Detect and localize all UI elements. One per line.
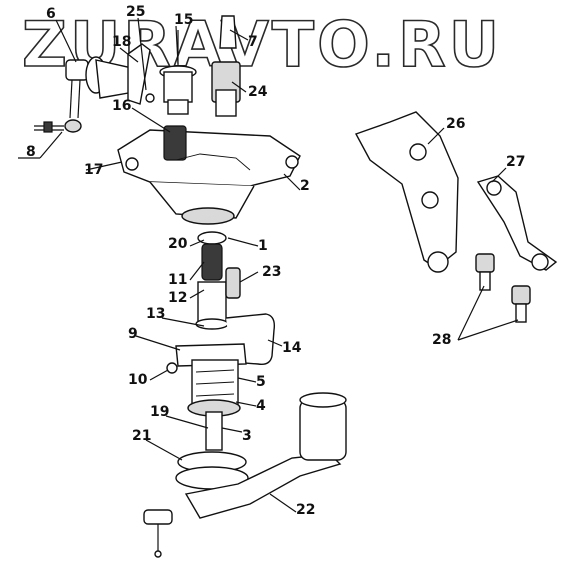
callout-25: 25 — [126, 4, 145, 20]
callout-labels: 6 25 15 18 7 24 16 8 17 2 20 1 11 23 12 … — [26, 4, 525, 518]
upper-housing — [117, 125, 301, 225]
callout-28: 28 — [432, 332, 451, 348]
callout-5: 5 — [256, 374, 266, 390]
callout-18: 18 — [112, 34, 131, 50]
callout-1: 1 — [258, 238, 268, 254]
callout-4: 4 — [256, 398, 266, 414]
callout-23: 23 — [262, 264, 281, 280]
callout-13: 13 — [146, 306, 165, 322]
callout-20: 20 — [168, 236, 188, 252]
callout-3: 3 — [242, 428, 252, 444]
callout-19: 19 — [150, 404, 169, 420]
lever-assembly-6-8 — [34, 56, 135, 133]
callout-14: 14 — [282, 340, 302, 356]
leader-lines — [18, 17, 519, 513]
callout-24: 24 — [248, 84, 268, 100]
callout-6: 6 — [46, 6, 56, 22]
callout-9: 9 — [128, 326, 138, 342]
callout-7: 7 — [248, 34, 258, 50]
callout-15: 15 — [174, 12, 193, 28]
callout-17: 17 — [84, 162, 103, 178]
callout-12: 12 — [168, 290, 187, 306]
bottom-bracket — [143, 392, 347, 558]
callout-26: 26 — [446, 116, 465, 132]
top-small-parts — [127, 15, 241, 117]
callout-16: 16 — [112, 98, 131, 114]
lower-housing — [166, 343, 247, 451]
callout-8: 8 — [26, 144, 36, 160]
callout-27: 27 — [506, 154, 525, 170]
callout-11: 11 — [168, 272, 187, 288]
callout-10: 10 — [128, 372, 148, 388]
callout-22: 22 — [296, 502, 315, 518]
right-levers — [354, 111, 558, 323]
callout-21: 21 — [132, 428, 151, 444]
callout-2: 2 — [300, 178, 310, 194]
